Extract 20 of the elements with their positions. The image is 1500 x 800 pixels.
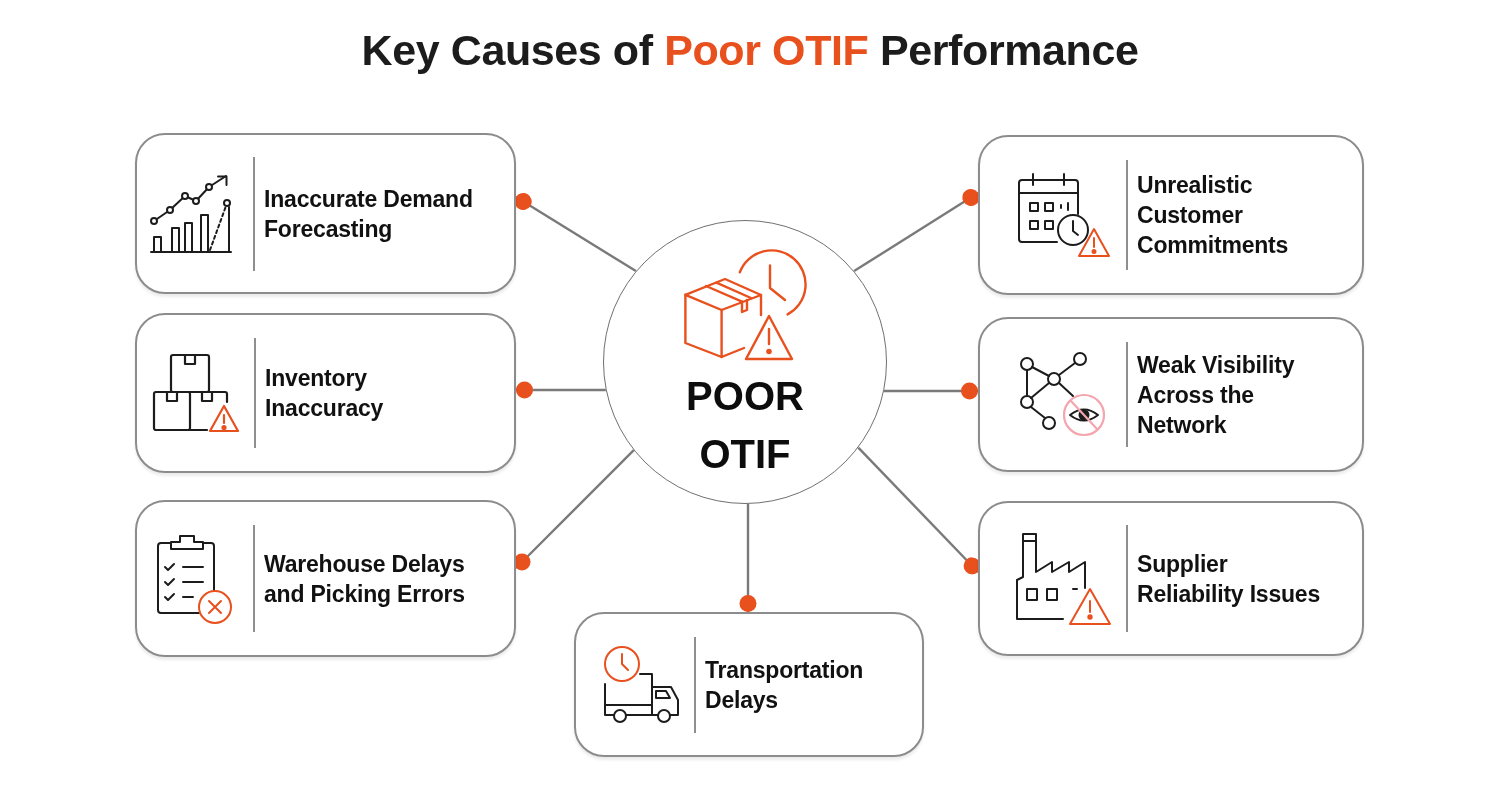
cause-label: Supplier Reliability Issues bbox=[1137, 549, 1322, 609]
cause-card bbox=[978, 317, 1364, 472]
cause-card bbox=[978, 135, 1364, 295]
cause-label: Weak Visibility Across the Network bbox=[1137, 350, 1296, 440]
cause-label: Inventory Inaccuracy bbox=[265, 364, 385, 423]
cause-card bbox=[135, 313, 516, 473]
cause-card bbox=[135, 133, 516, 294]
cause-label: Warehouse Delays and Picking Errors bbox=[264, 549, 466, 609]
cause-label: Inaccurate Demand Forecasting bbox=[264, 184, 474, 244]
hub-label: POOR OTIF bbox=[686, 373, 804, 478]
cause-label: Unrealistic Customer Commitments bbox=[1137, 171, 1290, 260]
connector-line bbox=[514, 192, 637, 273]
cause-card bbox=[978, 501, 1364, 656]
cause-label: Transportation Delays bbox=[705, 655, 865, 715]
connector-line bbox=[853, 189, 980, 273]
title: Key Causes of Poor OTIF Performance bbox=[361, 25, 1139, 76]
connector-line bbox=[739, 504, 757, 612]
connector-line bbox=[884, 382, 978, 400]
cause-card bbox=[135, 500, 516, 657]
cause-card bbox=[574, 612, 924, 757]
